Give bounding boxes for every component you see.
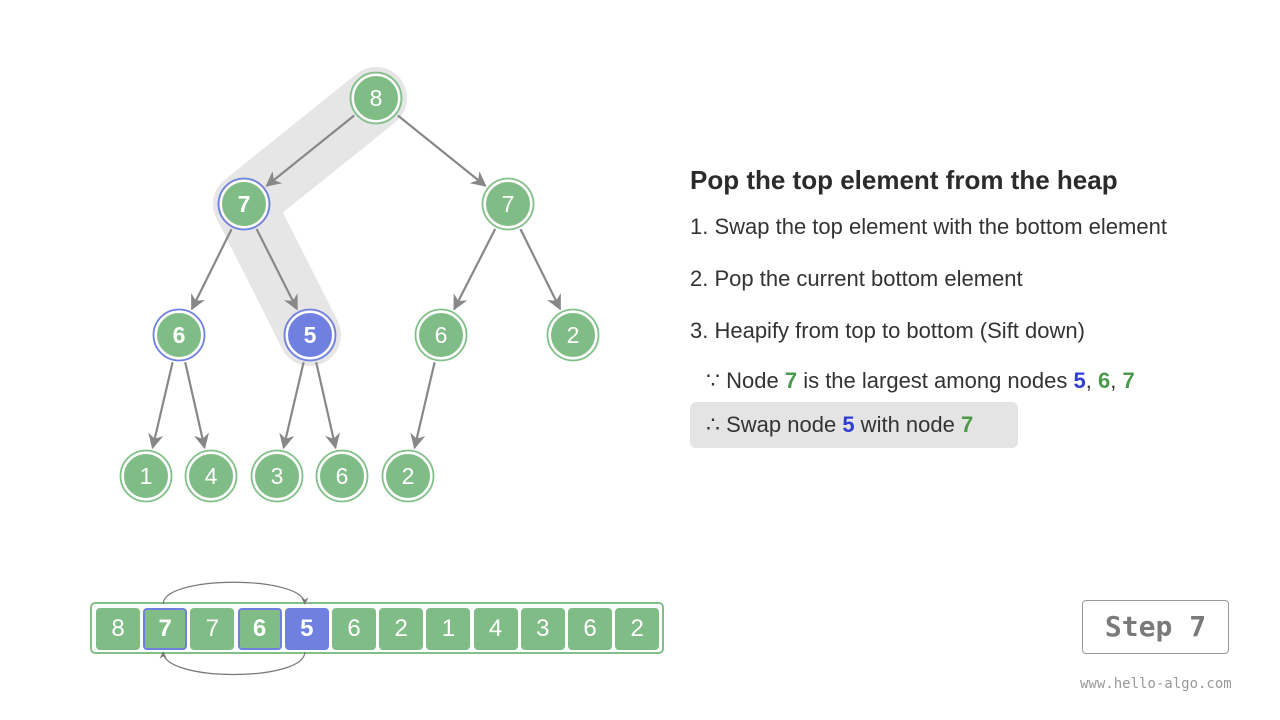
tree-edge	[184, 362, 210, 450]
array-cell-1: 7	[143, 608, 188, 650]
therefore-n2: 7	[960, 412, 974, 437]
heap-node-8: 4	[184, 449, 238, 503]
therefore-prefix: ∴ Swap node	[706, 412, 843, 437]
heap-node-label: 7	[502, 191, 515, 217]
tree-edge	[519, 228, 562, 311]
because-note: ∵ Node 7 is the largest among nodes 5, 6…	[706, 366, 1135, 396]
array-cell-6: 2	[379, 608, 424, 650]
heap-node-label: 6	[336, 463, 349, 489]
tree-edge	[397, 114, 487, 187]
tree-edge	[315, 362, 341, 450]
because-n3: 7	[1122, 368, 1135, 393]
array-cell-10: 6	[568, 608, 612, 650]
array-cell-9: 3	[520, 608, 565, 650]
heap-node-label: 3	[271, 463, 284, 489]
explanation-panel: Pop the top element from the heap 1. Swa…	[690, 160, 1250, 448]
heap-node-label: 1	[140, 463, 153, 489]
step-3-text: 3. Heapify from top to bottom (Sift down…	[690, 318, 1085, 343]
tree-edge	[190, 228, 233, 311]
because-sep2: ,	[1110, 368, 1123, 393]
heap-node-label: 7	[238, 191, 251, 217]
array-cell-8: 4	[473, 608, 518, 650]
array-cell-0: 8	[96, 608, 140, 650]
heap-node-2: 7	[481, 177, 535, 231]
panel-title: Pop the top element from the heap	[690, 165, 1118, 195]
because-sep1: ,	[1085, 368, 1098, 393]
step-indicator: Step 7	[1082, 600, 1229, 654]
because-mid: is the largest among nodes	[797, 368, 1074, 393]
therefore-note: ∴ Swap node 5 with node 7	[690, 402, 1018, 448]
tree-edge	[265, 114, 355, 187]
site-watermark: www.hello-algo.com	[1080, 676, 1232, 692]
array-cell-3: 6	[237, 608, 282, 650]
heap-node-10: 6	[315, 449, 369, 503]
because-n2: 6	[1097, 368, 1111, 393]
heap-node-3: 6	[152, 308, 206, 362]
heap-node-11: 2	[381, 449, 435, 503]
heap-node-5: 6	[414, 308, 468, 362]
therefore-n1: 5	[842, 412, 855, 437]
array-cell-5: 6	[332, 608, 376, 650]
heap-node-9: 3	[250, 449, 304, 503]
because-n1: 5	[1073, 368, 1086, 393]
heap-node-0: 8	[349, 71, 403, 125]
tree-edge	[255, 228, 298, 311]
heap-node-label: 8	[370, 85, 383, 111]
heap-node-6: 2	[546, 308, 600, 362]
heap-node-label: 6	[435, 322, 448, 348]
because-node: 7	[784, 368, 798, 393]
heap-node-label: 6	[173, 322, 186, 348]
step-1-text: 1. Swap the top element with the bottom …	[690, 214, 1167, 239]
tree-edge	[410, 362, 436, 450]
tree-edge	[148, 362, 174, 450]
heap-node-label: 4	[205, 463, 218, 489]
step-2-text: 2. Pop the current bottom element	[690, 266, 1023, 291]
heap-node-label: 2	[402, 463, 415, 489]
heap-node-label: 2	[567, 322, 580, 348]
because-prefix: ∵ Node	[706, 368, 785, 393]
array-cell-2: 7	[190, 608, 235, 650]
tree-edge	[279, 362, 305, 450]
array-cell-7: 1	[426, 608, 471, 650]
array-cell-11: 2	[615, 608, 660, 650]
heap-node-7: 1	[119, 449, 173, 503]
therefore-mid: with node	[854, 412, 961, 437]
tree-edge	[453, 228, 497, 311]
heap-node-label: 5	[304, 322, 317, 348]
heap-node-1: 7	[217, 177, 271, 231]
array-cell-4: 5	[284, 608, 329, 650]
heap-node-4: 5	[283, 308, 337, 362]
